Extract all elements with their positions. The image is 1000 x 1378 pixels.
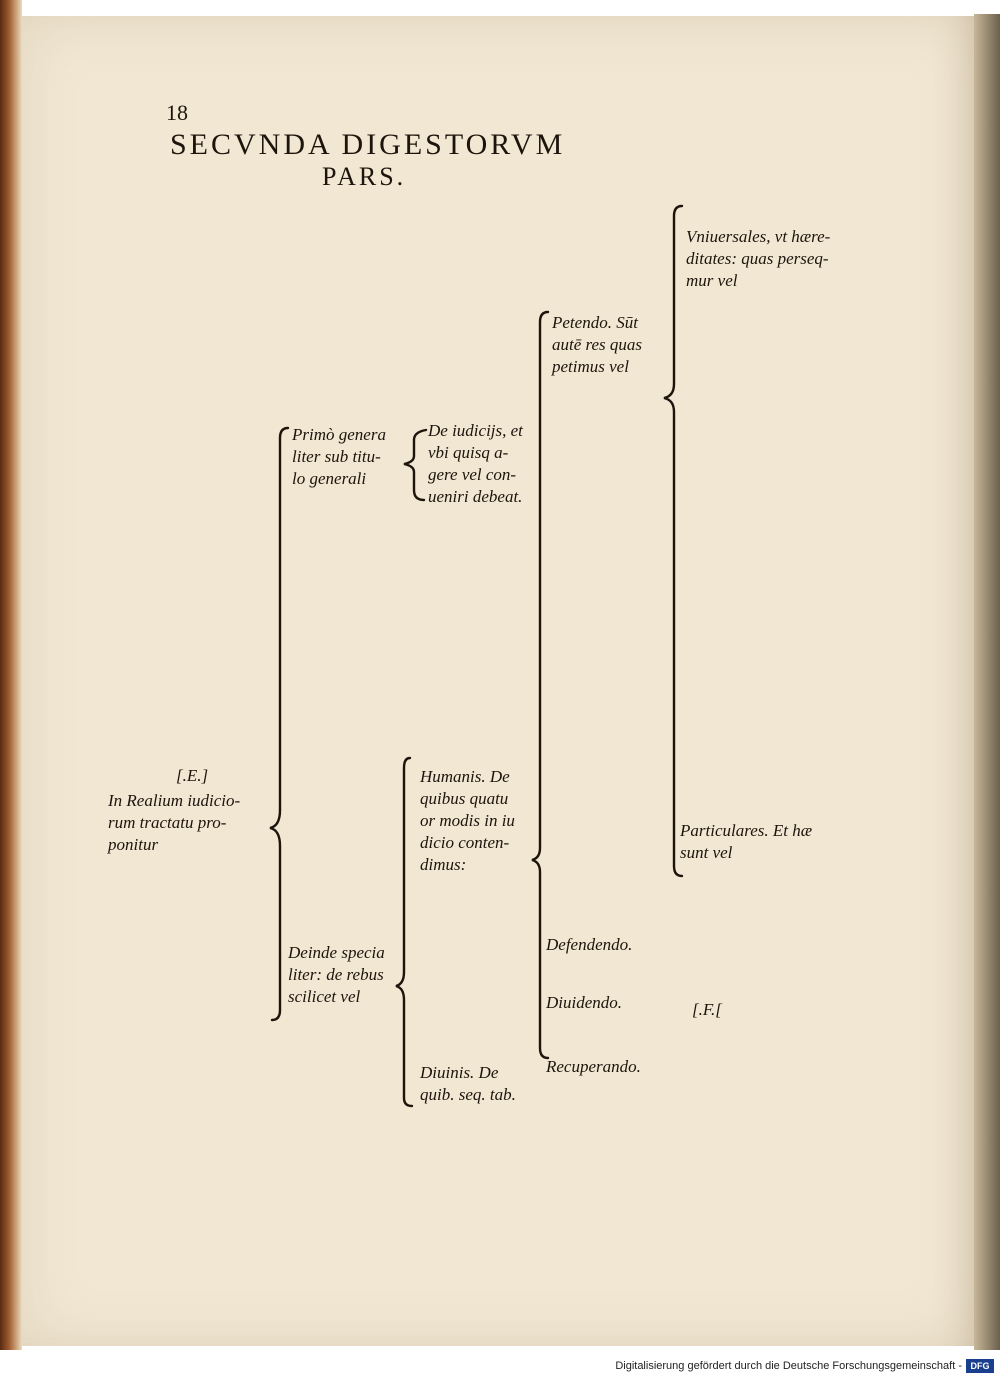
recuperando-branch: Recuperando. (546, 1057, 641, 1076)
de-iudiciis-branch: De iudicijs, et vbi quisq a- gere vel co… (428, 421, 523, 506)
brace-humanis (531, 310, 550, 1060)
end-mark: [.F.[ (692, 1000, 722, 1019)
diuinis-branch: Diuinis. De quib. seq. tab. (420, 1063, 516, 1104)
page-title: SECVNDA DIGESTORVM (170, 128, 566, 161)
page-edge (974, 14, 1000, 1350)
diuidendo-branch: Diuidendo. (546, 993, 623, 1012)
page-title-line2: PARS. (322, 162, 407, 191)
deinde-branch: Deinde specia liter: de rebus scilicet v… (288, 943, 385, 1006)
petendo-branch: Petendo. Sūt autē res quas petimus vel (552, 313, 643, 376)
brace-deinde (395, 756, 414, 1108)
root-mark: [.E.] (176, 766, 209, 785)
brace-primo (403, 428, 428, 502)
defendendo-branch: Defendendo. (546, 935, 633, 954)
uniuersales-branch: Vniuersales, vt hære- ditates: quas pers… (686, 227, 831, 290)
footer-bar: Digitalisierung gefördert durch die Deut… (0, 1356, 1000, 1378)
book-spine (0, 0, 22, 1350)
book-page (22, 16, 977, 1346)
brace-petendo (663, 204, 684, 878)
primo-branch: Primò genera liter sub titu- lo generali (292, 425, 386, 488)
particulares-branch: Particulares. Et hæ sunt vel (680, 821, 813, 862)
brace-root (269, 426, 290, 1022)
root-text: In Realium iudicio- rum tractatu pro- po… (108, 791, 241, 854)
page-number: 18 (166, 100, 188, 125)
humanis-branch: Humanis. De quibus quatu or modis in iu … (420, 767, 515, 874)
dfg-logo: DFG (966, 1359, 994, 1373)
footer-credit: Digitalisierung gefördert durch die Deut… (615, 1360, 962, 1372)
